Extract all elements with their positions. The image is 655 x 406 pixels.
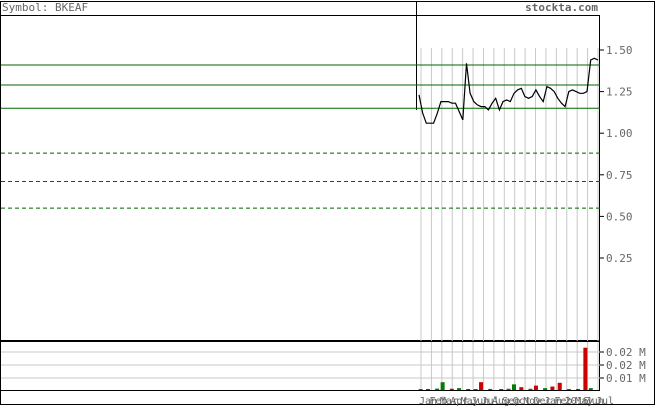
price-tick-label: 1.25 — [606, 86, 633, 99]
volume-frame — [0, 341, 600, 391]
x-tick-label: 2016 — [565, 396, 589, 406]
x-tick-label: May — [461, 396, 479, 406]
volume-bar — [576, 389, 581, 390]
price-series-line — [418, 57, 599, 124]
volume-bar — [583, 347, 588, 390]
volume-bar — [528, 388, 533, 390]
volume-panel: 0.02 M0.02 M0.01 M — [0, 341, 646, 391]
volume-bar — [550, 386, 555, 390]
volume-bar — [488, 388, 493, 390]
x-tick-label: Oct — [513, 396, 531, 406]
volume-bar — [557, 382, 562, 390]
x-tick-label: Nov — [523, 396, 541, 406]
volume-bar — [543, 388, 548, 390]
x-tick-label: Jun — [586, 396, 604, 406]
volume-bar — [440, 382, 445, 390]
volume-bar — [499, 389, 504, 390]
price-tick-label: 1.00 — [606, 127, 633, 140]
x-tick-label: Jan — [419, 396, 437, 406]
volume-bar — [506, 388, 511, 390]
volume-bar — [457, 388, 462, 390]
volume-tick-label: 0.01 M — [606, 372, 646, 385]
x-tick-label: May — [575, 396, 593, 406]
x-tick-label: Jun — [471, 396, 489, 406]
volume-bar — [511, 384, 516, 390]
volume-bar — [418, 389, 423, 390]
volume-bar — [479, 382, 484, 390]
volume-tick-label: 0.02 M — [606, 346, 646, 359]
price-tick-label: 0.25 — [606, 252, 633, 265]
x-tick-label: Jan — [544, 396, 562, 406]
volume-bar — [449, 388, 454, 390]
price-tick-label: 0.75 — [606, 169, 633, 182]
volume-bar — [473, 389, 478, 390]
price-tick-label: 1.50 — [606, 44, 633, 57]
x-tick-label: Feb — [429, 396, 447, 406]
x-tick-label: Aug — [492, 396, 510, 406]
volume-bar — [435, 388, 440, 390]
site-name: stockta.com — [525, 1, 598, 14]
volume-bar — [566, 389, 571, 390]
symbol-label: Symbol: BKEAF — [2, 1, 88, 14]
x-tick-label: Mar — [440, 396, 458, 406]
x-tick-label: Jul — [481, 396, 499, 406]
volume-bar — [466, 389, 471, 390]
x-tick-label: Dec — [534, 396, 552, 406]
x-tick-label: Sep — [502, 396, 520, 406]
volume-bar — [519, 387, 524, 390]
volume-bar — [425, 389, 430, 390]
volume-bar — [588, 388, 593, 390]
x-tick-label: Feb — [554, 396, 572, 406]
volume-bar — [533, 385, 538, 390]
volume-tick-label: 0.02 M — [606, 359, 646, 372]
price-tick-label: 0.50 — [606, 210, 633, 223]
x-tick-label: Jul — [596, 396, 614, 406]
price-frame — [0, 15, 600, 341]
x-axis: JanFebMarAprMayJunJulAugSepOctNovDecJanF… — [419, 396, 614, 406]
x-tick-label: Apr — [450, 396, 468, 406]
